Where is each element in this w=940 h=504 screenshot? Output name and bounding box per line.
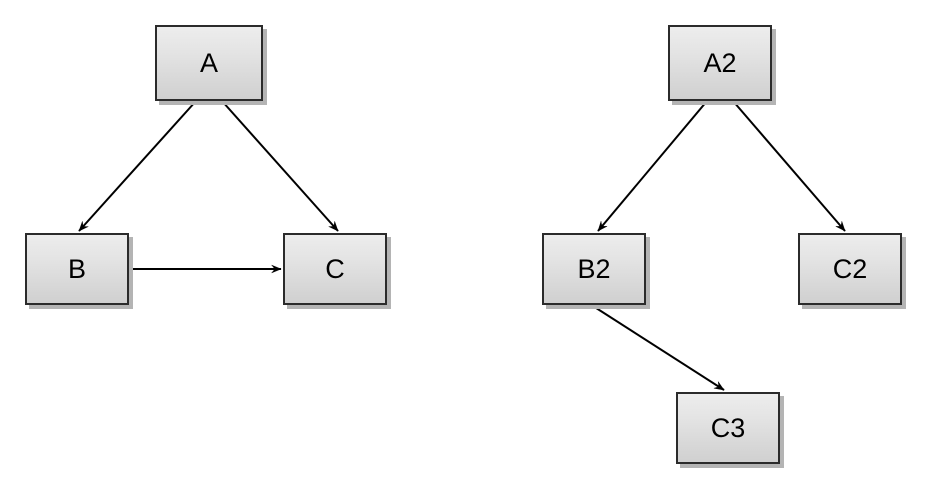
node-b2[interactable]: B2: [542, 233, 646, 305]
edge-group: [78, 100, 846, 391]
edge-a2-to-c2[interactable]: [732, 100, 846, 232]
node-a[interactable]: A: [155, 25, 263, 101]
node-c2[interactable]: C2: [798, 233, 902, 305]
node-label-c: C: [325, 253, 345, 284]
node-label-b: B: [67, 253, 86, 284]
node-label-c2: C2: [832, 253, 868, 284]
node-b[interactable]: B: [25, 233, 129, 305]
edge-b2-to-c3[interactable]: [592, 305, 725, 391]
edge-a-to-b[interactable]: [78, 100, 197, 232]
node-c3[interactable]: C3: [676, 392, 780, 464]
node-a2[interactable]: A2: [668, 25, 772, 101]
node-label-a2: A2: [703, 47, 737, 78]
edge-a-to-c[interactable]: [221, 100, 339, 232]
node-label-a: A: [199, 47, 218, 78]
node-label-b2: B2: [577, 253, 611, 284]
node-label-c3: C3: [710, 412, 746, 443]
node-c[interactable]: C: [283, 233, 387, 305]
edge-a2-to-b2[interactable]: [597, 100, 708, 232]
